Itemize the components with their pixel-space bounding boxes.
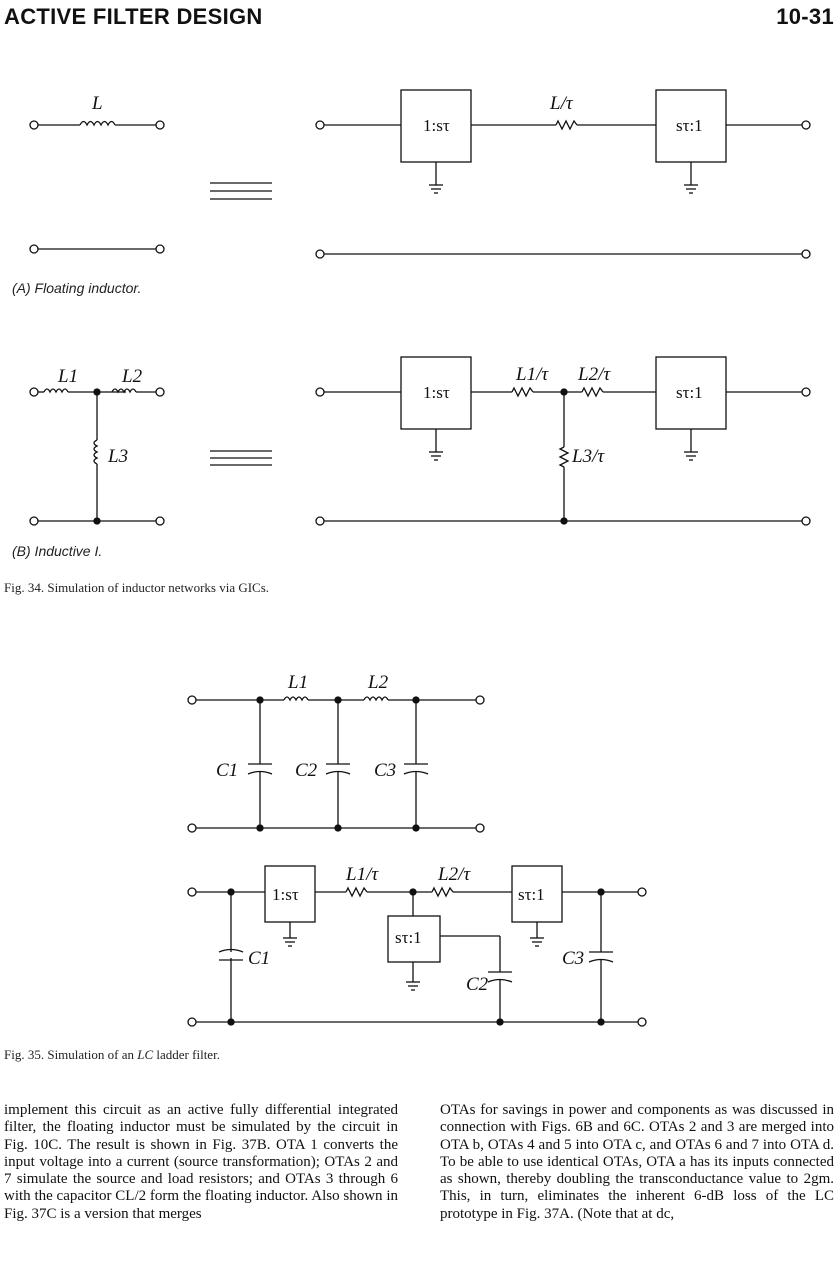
svg-text:sτ:1: sτ:1 xyxy=(676,383,703,402)
running-header-title: ACTIVE FILTER DESIGN xyxy=(4,4,263,29)
fig34a-gic-circuit: 1:sτ L/τ sτ:1 xyxy=(315,89,811,259)
svg-text:sτ:1: sτ:1 xyxy=(395,928,422,947)
body-text-right-column: OTAs for savings in power and components… xyxy=(440,1102,834,1222)
fig34b-inductive-t-circuit: L1 L2 L3 xyxy=(29,366,165,526)
svg-text:L1/τ: L1/τ xyxy=(345,864,379,885)
inductor-symbol xyxy=(79,120,116,127)
svg-text:C1: C1 xyxy=(248,948,270,969)
svg-text:C2: C2 xyxy=(466,974,489,995)
svg-text:L1: L1 xyxy=(287,672,308,693)
label-L2-tau: L2/τ xyxy=(577,364,611,385)
fig35-lc-ladder: L1 L2 C1 C2 C3 xyxy=(187,672,485,833)
figure-35-caption: Fig. 35. Simulation of an LC ladder filt… xyxy=(4,1047,220,1062)
svg-text:sτ:1: sτ:1 xyxy=(676,116,703,135)
svg-text:1:sτ: 1:sτ xyxy=(423,116,450,135)
resistor-symbol xyxy=(555,119,578,131)
fig34a-inductor-circuit: L xyxy=(29,93,165,254)
fig34a-caption: (A) Floating inductor. xyxy=(12,280,142,296)
page-number: 10-31 xyxy=(776,4,834,29)
label-L1-tau: L1/τ xyxy=(515,364,549,385)
label-L-tau: L/τ xyxy=(549,93,574,114)
fig34b-caption: (B) Inductive I. xyxy=(12,543,103,559)
svg-text:1:sτ: 1:sτ xyxy=(423,383,450,402)
svg-text:sτ:1: sτ:1 xyxy=(518,885,545,904)
svg-text:C1: C1 xyxy=(216,760,238,781)
fig35-active-simulation: 1:sτ L1/τ L2/τ sτ:1 sτ:1 C2 xyxy=(187,864,647,1027)
equivalence-symbol-b xyxy=(210,450,272,466)
figure-34-diagram: L 1:sτ L/τ sτ:1 xyxy=(29,89,811,526)
label-L3: L3 xyxy=(107,446,128,467)
label-L1: L1 xyxy=(57,366,78,387)
figure-35-diagram: L1 L2 C1 C2 C3 1:sτ L1 xyxy=(187,672,647,1027)
svg-text:C3: C3 xyxy=(374,760,396,781)
figure-34-caption: Fig. 34. Simulation of inductor networks… xyxy=(4,580,270,595)
svg-text:C2: C2 xyxy=(295,760,318,781)
equivalence-symbol xyxy=(210,182,272,200)
body-text-left-column: implement this circuit as an active full… xyxy=(4,1102,398,1222)
label-L2: L2 xyxy=(121,366,143,387)
label-L: L xyxy=(91,93,103,114)
svg-text:C3: C3 xyxy=(562,948,584,969)
svg-text:L2: L2 xyxy=(367,672,389,693)
svg-text:1:sτ: 1:sτ xyxy=(272,885,299,904)
label-L3-tau: L3/τ xyxy=(571,446,605,467)
fig34b-gic-circuit: 1:sτ L1/τ L2/τ L3/τ sτ:1 xyxy=(315,356,811,526)
svg-text:L2/τ: L2/τ xyxy=(437,864,471,885)
